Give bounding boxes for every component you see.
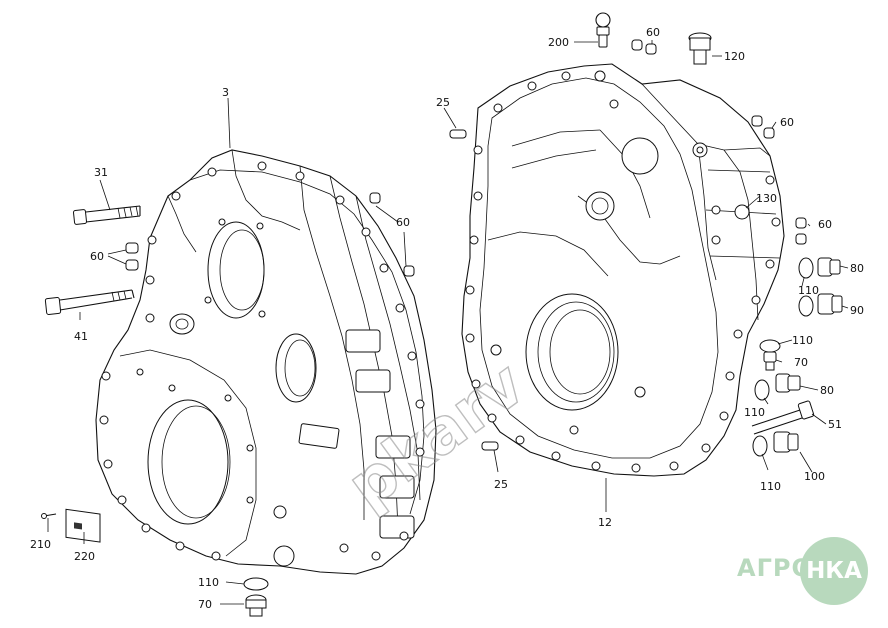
callout-110-bottom-left: 110 [198, 576, 219, 589]
callout-60-right-middle: 60 [818, 218, 832, 231]
bolt-holes-right [465, 70, 781, 473]
callout-3: 3 [222, 86, 229, 99]
dowel-pins-60-right-upper [751, 115, 775, 139]
pin-25-top [449, 129, 467, 139]
callout-51: 51 [828, 418, 842, 431]
dowel-pins-60-top [631, 39, 657, 55]
bolt-holes-left [99, 161, 425, 561]
callout-210: 210 [30, 538, 51, 551]
plug-70-right [759, 339, 781, 371]
callout-60-top: 60 [646, 26, 660, 39]
callout-12: 12 [598, 516, 612, 529]
callout-110-lower: 110 [744, 406, 765, 419]
plug-120 [688, 32, 712, 65]
callout-25-top: 25 [436, 96, 450, 109]
plug-80-upper [798, 257, 841, 279]
leader-lines [47, 40, 849, 605]
dowel-pins-60-left [125, 192, 415, 277]
callout-60-left-upper: 60 [396, 216, 410, 229]
plug-80-lower [754, 373, 801, 401]
housing-part-12 [461, 63, 785, 477]
pin-25-bottom [481, 441, 499, 451]
dowel-pins-60-right-middle [795, 217, 807, 245]
callout-110-upper: 110 [798, 284, 819, 297]
callout-70-right: 70 [794, 356, 808, 369]
callout-90: 90 [850, 304, 864, 317]
callout-25-bottom: 25 [494, 478, 508, 491]
callout-31: 31 [94, 166, 108, 179]
callout-120: 120 [724, 50, 745, 63]
callout-60-right-upper: 60 [780, 116, 794, 129]
bolt-51 [751, 400, 815, 435]
logo-badge-text: НКА [806, 558, 862, 584]
callout-110-bottom: 110 [760, 480, 781, 493]
logo-badge: НКА [800, 537, 868, 605]
bolt-41 [44, 289, 135, 315]
plug-70-bottom [243, 577, 269, 617]
callout-100: 100 [804, 470, 825, 483]
bolt-31 [72, 205, 141, 225]
rivet-210 [41, 513, 57, 519]
callout-200: 200 [548, 36, 569, 49]
logo-wordmark: АГРО [737, 554, 813, 582]
name-plate-220 [65, 508, 101, 543]
callout-110-middle: 110 [792, 334, 813, 347]
callout-80-upper: 80 [850, 262, 864, 275]
callout-41: 41 [74, 330, 88, 343]
plug-90 [798, 293, 843, 317]
callout-130: 130 [756, 192, 777, 205]
eye-bolt-200 [595, 12, 611, 48]
callout-60-left: 60 [90, 250, 104, 263]
callout-70-bottom: 70 [198, 598, 212, 611]
plug-100 [752, 431, 799, 457]
callout-80-lower: 80 [820, 384, 834, 397]
housing-part-3 [95, 149, 437, 575]
callout-220: 220 [74, 550, 95, 563]
